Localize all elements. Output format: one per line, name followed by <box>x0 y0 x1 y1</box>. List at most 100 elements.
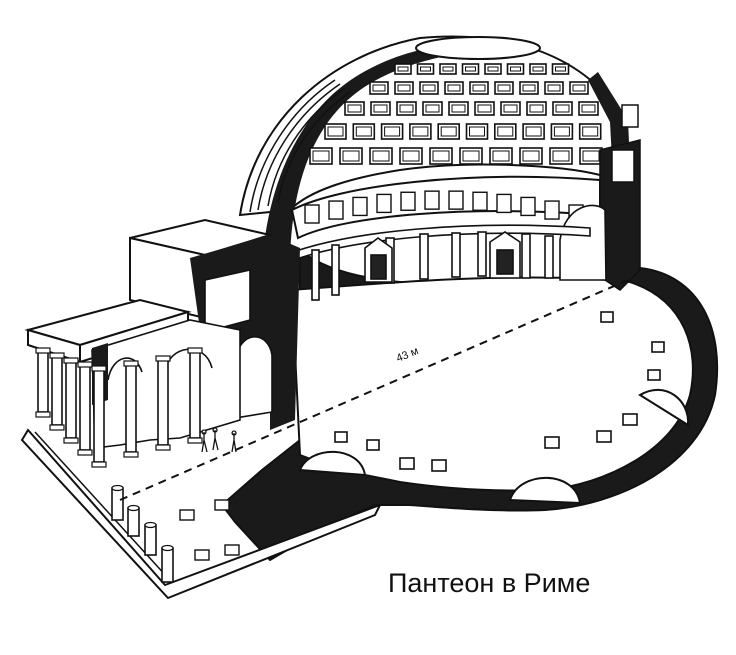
coffer <box>506 63 525 75</box>
column-stump <box>111 484 124 521</box>
figure-caption: Пантеон в Риме <box>388 568 591 598</box>
plinth <box>194 549 210 561</box>
human-figures <box>201 427 237 453</box>
coffer <box>309 147 333 165</box>
coffer <box>579 147 603 165</box>
person <box>212 427 219 451</box>
coffer <box>552 101 573 116</box>
attic-window <box>520 196 536 217</box>
coffer <box>369 81 389 95</box>
interior-column <box>311 249 320 301</box>
rotunda-plan <box>220 247 719 562</box>
aedicule-niche <box>370 254 387 280</box>
coffer <box>324 123 347 140</box>
person <box>231 430 237 453</box>
coffer <box>461 63 480 75</box>
coffer <box>394 63 412 75</box>
interior-column <box>477 231 487 277</box>
portico-column <box>35 347 51 418</box>
column-stump <box>161 544 174 583</box>
coffer <box>469 81 489 95</box>
coffer <box>422 101 443 116</box>
coffer <box>522 123 545 140</box>
interior-column <box>544 235 554 279</box>
portico-column <box>187 347 203 444</box>
attic-window <box>376 193 392 214</box>
coffer <box>459 147 483 165</box>
coffer <box>396 101 417 116</box>
dome <box>238 35 641 291</box>
rotunda-floor <box>290 276 694 492</box>
coffer <box>380 123 404 140</box>
dome-rib <box>277 91 351 204</box>
coffer-grid <box>309 63 603 165</box>
block-door-opening <box>204 269 251 334</box>
coffer <box>519 81 539 95</box>
niche <box>298 450 367 477</box>
coffer <box>394 81 414 95</box>
coffer <box>439 63 457 75</box>
coffer <box>484 63 502 75</box>
column-stump <box>144 521 157 556</box>
portico-stylobate <box>20 428 383 600</box>
coffer <box>444 81 464 95</box>
interior-cornice <box>283 224 591 264</box>
coffer <box>578 123 602 140</box>
dome-rib <box>267 87 346 207</box>
plinth <box>214 499 230 511</box>
column-base <box>431 459 447 472</box>
coffer <box>419 81 439 95</box>
interior-column <box>521 233 531 279</box>
portico-column <box>155 355 171 451</box>
coffer <box>578 101 599 116</box>
attic-window <box>328 200 344 220</box>
attic-window <box>544 200 560 220</box>
coffer <box>550 123 574 140</box>
coffer <box>429 147 453 165</box>
coffer <box>493 123 517 140</box>
portico-columns <box>35 347 203 468</box>
upper-opening <box>621 104 639 128</box>
dome-cut-section-right <box>588 72 630 165</box>
dome-rib <box>249 79 336 213</box>
coffer <box>369 147 393 165</box>
interior-column <box>331 244 340 296</box>
coffer <box>544 81 564 95</box>
column-base <box>399 457 415 470</box>
portico-column <box>77 361 93 456</box>
attic-windows <box>304 190 584 224</box>
attic-window <box>400 191 416 211</box>
column-base <box>651 341 665 353</box>
column-base <box>600 311 614 323</box>
coffer <box>448 101 469 116</box>
aedicule-niche <box>496 249 514 275</box>
coffer <box>399 147 423 165</box>
coffer <box>465 123 489 140</box>
coffer <box>489 147 513 165</box>
attic-window <box>496 193 512 214</box>
dome-rib <box>257 83 341 211</box>
portico <box>20 298 383 600</box>
coffer <box>519 147 543 165</box>
coffer <box>344 101 365 116</box>
column-base <box>334 431 348 443</box>
column-base <box>366 439 380 451</box>
column-base <box>596 430 612 443</box>
coffer <box>339 147 363 165</box>
column-base <box>544 436 560 449</box>
interior-column <box>419 233 429 280</box>
plinth <box>224 544 240 556</box>
coffer <box>474 101 495 116</box>
attic-window <box>424 190 440 210</box>
attic-window <box>304 204 320 224</box>
oculus <box>415 36 541 60</box>
portico-column <box>63 357 79 444</box>
coffer <box>549 147 573 165</box>
upper-opening <box>611 149 635 183</box>
coffer <box>494 81 514 95</box>
portico-column <box>123 360 139 458</box>
coffer <box>409 123 432 140</box>
right-arch <box>559 204 607 281</box>
coffer <box>569 81 589 95</box>
